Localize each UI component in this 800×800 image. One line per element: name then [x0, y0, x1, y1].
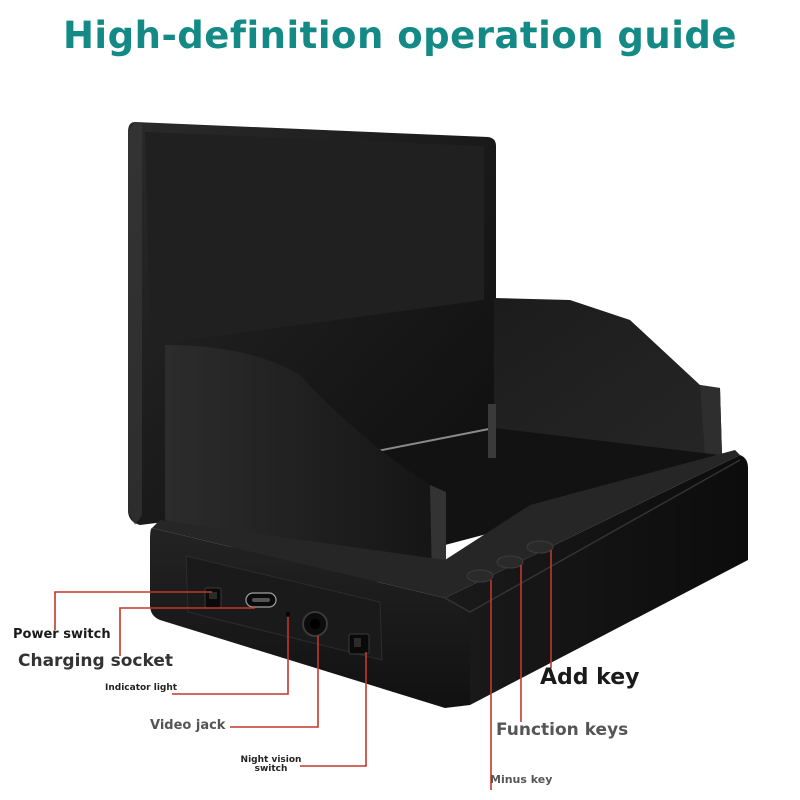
- leader-lines: [54, 550, 552, 790]
- page-title: High-definition operation guide: [62, 14, 738, 57]
- leader-video-jack: [230, 636, 319, 728]
- add-key[interactable]: [526, 540, 554, 554]
- power-switch-label: Power switch: [13, 627, 111, 642]
- function-keys-label: Function keys: [496, 720, 629, 740]
- leader-night-vision: [300, 652, 367, 767]
- minus-key[interactable]: [466, 569, 494, 583]
- leader-charging-socket: [119, 607, 255, 656]
- sun-shade-right-wing: [494, 298, 722, 460]
- leader-power-switch: [54, 591, 212, 630]
- charging-socket-label: Charging socket: [18, 651, 174, 671]
- indicator-light-label: Indicator light: [105, 683, 178, 693]
- night-vision-switch-label: Night vision switch: [240, 755, 302, 775]
- video-jack-label: Video jack: [150, 718, 226, 733]
- function-key[interactable]: [496, 555, 524, 569]
- screen-well: [372, 428, 720, 545]
- indicator-light-dot: [285, 611, 291, 617]
- minus-key-label: Minus key: [490, 773, 553, 786]
- leader-indicator-light: [172, 617, 289, 695]
- add-key-label: Add key: [540, 665, 640, 690]
